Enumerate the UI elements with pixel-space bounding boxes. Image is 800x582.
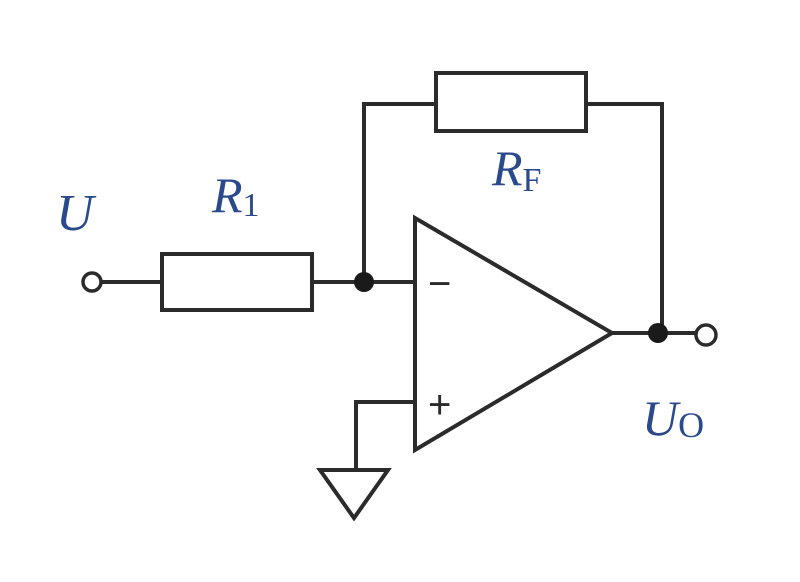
noninverting-input-sign: + <box>428 383 451 427</box>
ground-symbol <box>316 468 392 522</box>
junction-dot-input <box>354 272 374 292</box>
r1-label-sub: 1 <box>243 187 260 224</box>
r1-label-main: R <box>211 167 243 223</box>
output-voltage-label: UO <box>642 390 704 446</box>
resistor-r1 <box>160 252 314 312</box>
resistor-rf <box>434 71 588 133</box>
output-terminal <box>694 323 718 347</box>
feedback-wire-left <box>362 102 438 284</box>
r1-label: R1 <box>211 167 260 224</box>
rf-label-sub: F <box>523 162 542 199</box>
ground-wire <box>354 400 417 472</box>
junction-dot-output <box>648 323 668 343</box>
rf-label: RF <box>491 140 541 199</box>
op-amp <box>413 214 616 454</box>
output-voltage-main: U <box>642 390 681 446</box>
input-terminal <box>81 271 103 293</box>
rf-label-main: R <box>491 140 523 196</box>
input-voltage-label: U <box>56 185 97 242</box>
feedback-wire-right <box>584 102 664 335</box>
output-voltage-sub: O <box>678 405 704 445</box>
inverting-input-sign: − <box>428 262 451 306</box>
